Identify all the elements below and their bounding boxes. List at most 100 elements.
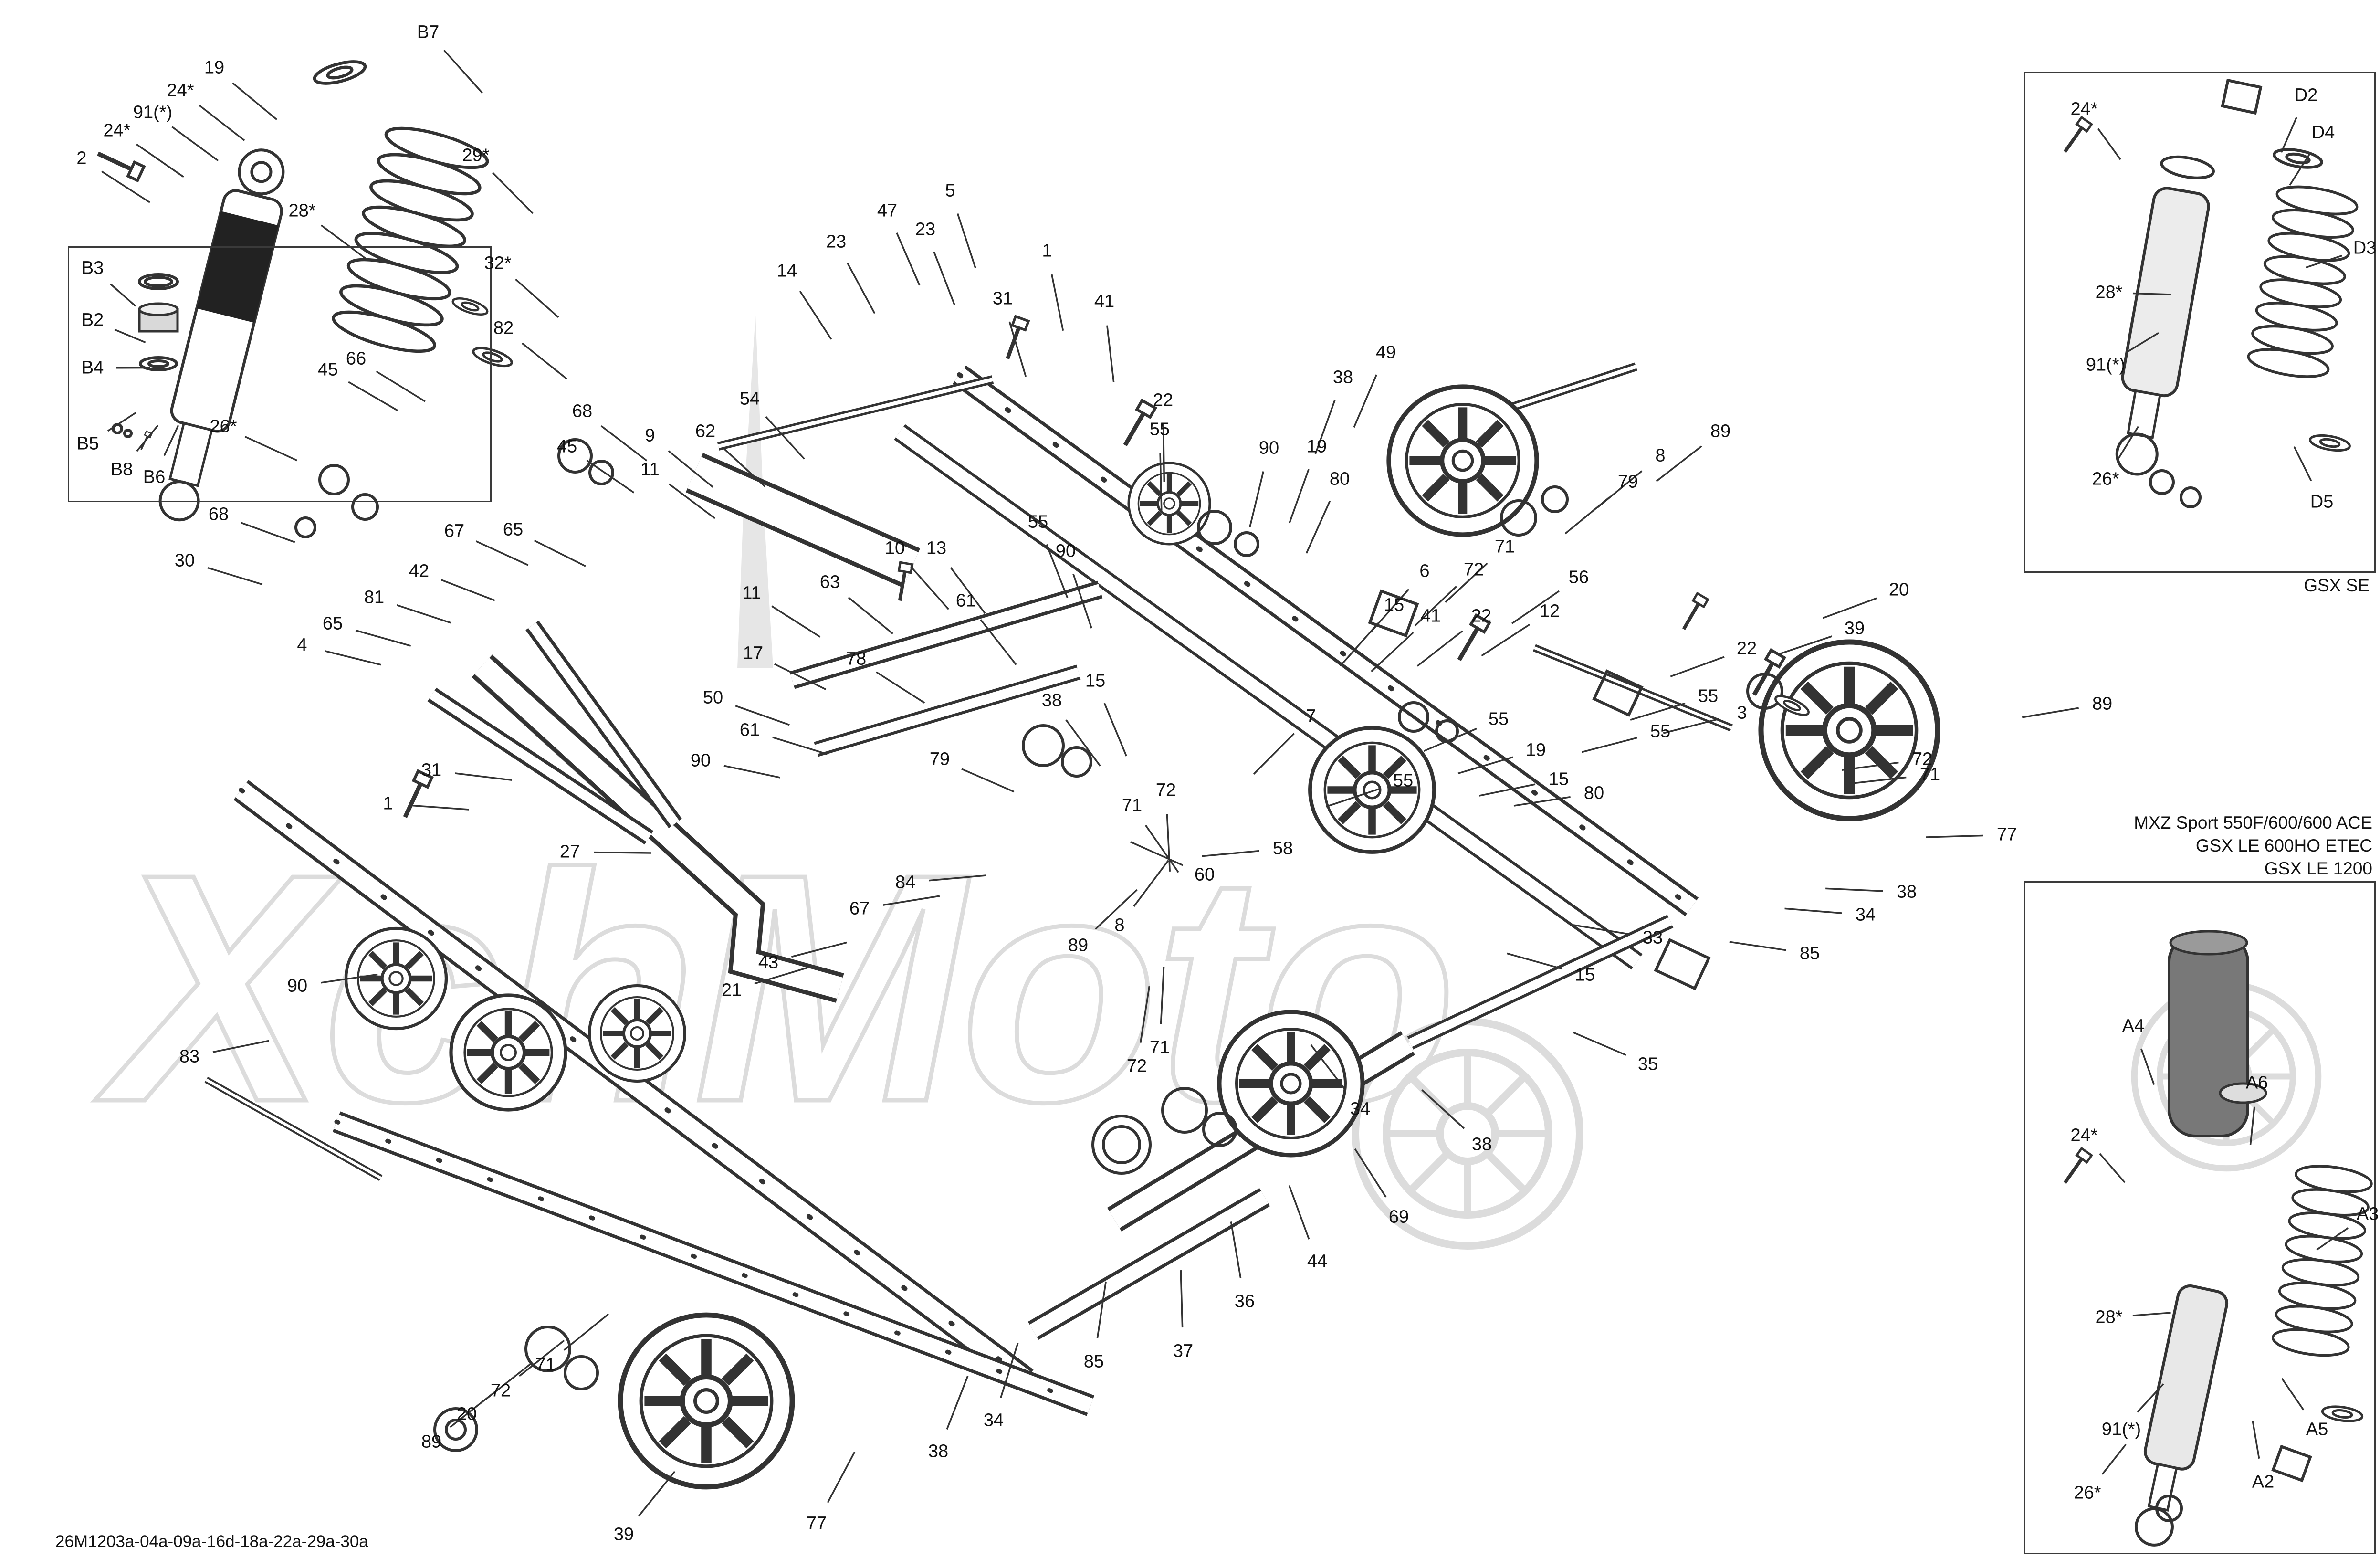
- callout-label: 66: [346, 348, 367, 369]
- callout-label: 55: [1650, 721, 1671, 742]
- callout-label: 6: [1419, 561, 1430, 581]
- callout-label: 2: [76, 148, 87, 168]
- callout-label: 80: [1583, 783, 1604, 803]
- callout-label: 41: [1420, 606, 1441, 626]
- callout-label: 55: [1698, 686, 1719, 706]
- callout-label: D4: [2311, 122, 2335, 143]
- callout-label: 79: [1617, 472, 1638, 492]
- callout-label: 67: [444, 521, 465, 541]
- callout-label: 15: [1548, 769, 1569, 790]
- callout-label: 72: [1126, 1056, 1147, 1076]
- callout-label: 83: [179, 1046, 200, 1067]
- inset-shock-gsx-se: [2060, 78, 2359, 508]
- rail-beams: [233, 365, 1699, 1416]
- callout-label: A3: [2356, 1204, 2379, 1224]
- callout-label: D2: [2294, 85, 2318, 105]
- callout-label: 90: [690, 750, 711, 771]
- callout-label: 3: [1737, 703, 1747, 723]
- callout-label: 8: [1655, 445, 1666, 466]
- callout-label: 26*: [2092, 469, 2119, 489]
- callout-label: 20: [456, 1404, 477, 1424]
- callout-label: 71: [1122, 795, 1143, 816]
- callout-label: 47: [877, 200, 898, 221]
- callout-label: 35: [1637, 1054, 1658, 1074]
- model-list: MXZ Sport 550F/600/600 ACE GSX LE 600HO …: [2134, 811, 2372, 880]
- callout-label: 19: [1306, 436, 1327, 457]
- callout-label: 69: [1388, 1207, 1409, 1227]
- callout-label: 22: [1471, 606, 1492, 626]
- callout-label: 72: [1155, 780, 1176, 800]
- callout-label: 65: [503, 519, 524, 540]
- callout-label: 85: [1799, 943, 1820, 964]
- callout-label: 20: [1888, 579, 1909, 600]
- callout-label: D5: [2310, 492, 2334, 512]
- callout-label: 61: [739, 720, 760, 740]
- callout-label: 15: [1085, 671, 1106, 691]
- callout-label: 34: [1350, 1099, 1371, 1119]
- callout-label: 21: [721, 980, 742, 1000]
- callout-label: 38: [1332, 367, 1353, 388]
- callout-label: 12: [1539, 601, 1560, 621]
- callout-label: 55: [1149, 419, 1170, 440]
- callout-label: 38: [1896, 882, 1917, 902]
- callout-label: 32*: [484, 253, 512, 274]
- callout-label: B6: [143, 467, 166, 487]
- callout-label: 31: [992, 288, 1013, 309]
- inset-b-parts: [112, 273, 179, 452]
- callout-label: 24*: [103, 120, 131, 141]
- callout-label: B8: [110, 459, 133, 480]
- callout-label: 81: [364, 587, 385, 608]
- callout-label: 30: [174, 550, 195, 571]
- callout-label: 24*: [2070, 99, 2098, 119]
- callout-label: 29*: [462, 145, 490, 166]
- inset-caption-gsx-se: GSX SE: [2304, 576, 2370, 595]
- callout-label: 42: [409, 561, 430, 581]
- callout-label: A5: [2306, 1419, 2328, 1440]
- callout-label: 15: [1384, 595, 1405, 615]
- callout-label: 38: [1471, 1134, 1492, 1155]
- callout-label: 90: [1055, 541, 1076, 561]
- callout-label: 26*: [2074, 1483, 2101, 1503]
- callout-label: 89: [1710, 421, 1731, 442]
- inset-shock-a: [2060, 930, 2373, 1547]
- callout-label: 77: [1996, 824, 2017, 845]
- callout-label: 79: [929, 749, 950, 769]
- callout-label: 27: [559, 842, 580, 862]
- callout-label: 72: [1463, 559, 1484, 580]
- callout-label: 56: [1568, 567, 1589, 588]
- callout-label: 19: [1525, 740, 1546, 760]
- callout-label: 26*: [210, 416, 237, 437]
- callout-label: 23: [826, 232, 847, 252]
- callout-label: 49: [1375, 342, 1396, 363]
- inset-box-gsx-se: [2024, 72, 2376, 573]
- callout-label: 28*: [2095, 282, 2123, 303]
- callout-label: 28*: [2095, 1307, 2123, 1327]
- callout-label: 91(*): [133, 102, 173, 123]
- footer-part-code: 26M1203a-04a-09a-16d-18a-22a-29a-30a: [55, 1532, 368, 1551]
- callout-label: 17: [743, 643, 764, 663]
- callout-label: B5: [76, 433, 99, 454]
- callout-label: 45: [556, 436, 577, 457]
- callout-label: 54: [739, 389, 760, 409]
- model-line: MXZ Sport 550F/600/600 ACE: [2134, 813, 2372, 832]
- callout-label: 38: [928, 1441, 949, 1462]
- callout-label: 60: [1194, 864, 1215, 885]
- model-line: GSX LE 600HO ETEC: [2195, 836, 2372, 856]
- callout-label: 4: [297, 635, 307, 655]
- callout-label: 50: [702, 687, 723, 708]
- callout-label: D3: [2353, 238, 2377, 258]
- callout-label: 1: [1042, 241, 1052, 261]
- callout-label: 89: [2092, 694, 2113, 714]
- callout-label: 72: [490, 1380, 511, 1401]
- callout-label: 31: [421, 760, 442, 780]
- callout-label: B3: [81, 258, 104, 278]
- callout-label: 23: [915, 219, 936, 240]
- callout-label: 44: [1307, 1251, 1328, 1272]
- callout-label: 14: [776, 261, 797, 281]
- callout-label: 72: [1912, 749, 1933, 769]
- callout-label: 45: [317, 359, 338, 380]
- callout-label: 85: [1083, 1351, 1104, 1372]
- callout-label: 24*: [2070, 1125, 2098, 1146]
- callout-label: 9: [645, 425, 655, 446]
